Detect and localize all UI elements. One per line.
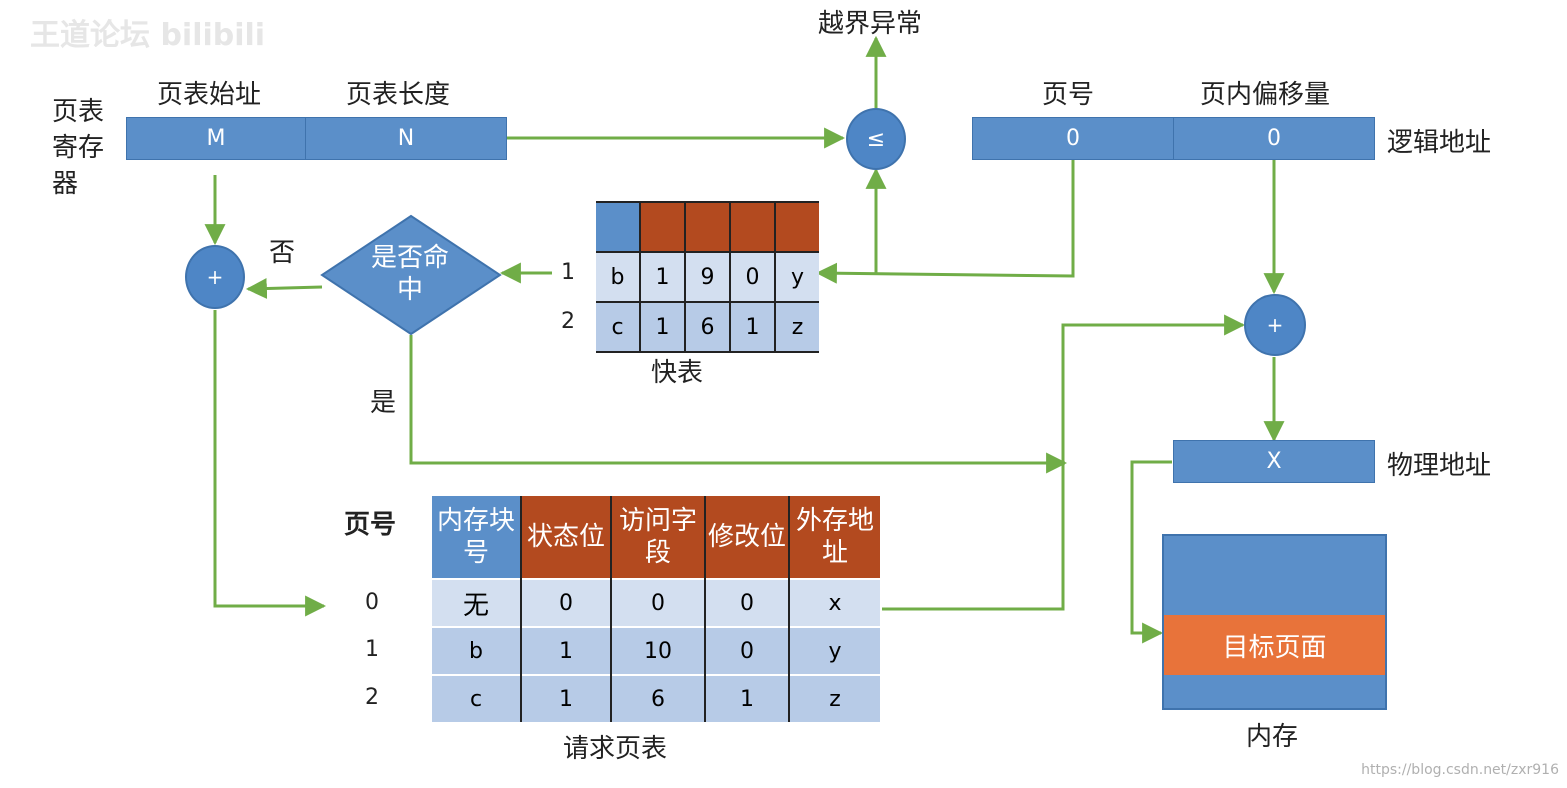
logical-offset-label: 页内偏移量: [1200, 80, 1331, 110]
watermark-top-left: 王道论坛 bilibili: [30, 18, 266, 53]
page-table-row: c 1 6 1 z: [432, 674, 880, 722]
page-table-caption: 请求页表: [563, 734, 668, 764]
page-table-length-label: 页表长度: [346, 80, 451, 110]
page-table-row: 无 0 0 0 x: [432, 578, 880, 627]
arrow-pagenum-to-tlb: [815, 160, 1075, 284]
page-table-header-cell: 外存地址: [788, 496, 880, 579]
tlb-cell: c: [596, 301, 641, 353]
page-table-header-cell: 访问字段: [610, 496, 706, 579]
physical-address-cell: X: [1173, 440, 1375, 483]
tlb-cell: z: [774, 301, 819, 353]
logical-page-number-label: 页号: [1042, 80, 1095, 110]
page-table-header-cell: 修改位: [704, 496, 790, 579]
tlb-header-cell: [684, 201, 731, 253]
tlb-cell: y: [774, 251, 819, 303]
page-table-cell: b: [432, 626, 522, 675]
page-table-row-index: 2: [365, 685, 379, 710]
tlb-cell: 6: [684, 301, 731, 353]
page-table-row-index: 0: [365, 590, 379, 615]
watermark-bottom-right: https://blog.csdn.net/zxr916: [1361, 762, 1559, 778]
page-table-start-label: 页表始址: [157, 80, 262, 110]
page-table-cell: c: [432, 674, 522, 722]
page-table-cell: 1: [520, 626, 612, 675]
tlb-row: c 1 6 1 z: [596, 301, 819, 353]
tlb-cell: 1: [729, 301, 776, 353]
tlb-row: b 1 9 0 y: [596, 251, 819, 303]
arrow-decision-to-adder: [245, 277, 323, 299]
arrow-adder-to-pagetable: [213, 310, 327, 617]
page-table-cell: 0: [610, 578, 706, 627]
right-adder-circle: +: [1244, 294, 1306, 356]
arrow-physical-to-memory: [1130, 460, 1172, 644]
left-adder-circle: +: [185, 245, 245, 309]
compare-circle: ≤: [846, 108, 906, 170]
page-table-cell: 无: [432, 578, 522, 627]
tlb-header-cell: [729, 201, 776, 253]
page-table-start-cell: M: [126, 117, 306, 160]
target-page-block: 目标页面: [1164, 615, 1385, 675]
arrow-pagetable-to-adder: [882, 314, 1246, 611]
physical-address-label: 物理地址: [1387, 451, 1492, 481]
page-table-index-header: 页号: [344, 510, 397, 540]
page-table-header-cell: 状态位: [520, 496, 612, 579]
no-label: 否: [269, 238, 296, 268]
page-table-cell: 0: [704, 626, 790, 675]
tlb-cell: 9: [684, 251, 731, 303]
tlb-cell: 1: [639, 251, 686, 303]
page-table-register-label: 页表寄存器: [52, 97, 105, 199]
tlb-header-cell: [774, 201, 819, 253]
overflow-exception-label: 越界异常: [818, 9, 923, 39]
page-table-header-row: 内存块号 状态位 访问字段 修改位 外存地址: [432, 496, 880, 579]
decision-text: 是否命中: [370, 243, 449, 305]
page-table-length-cell: N: [305, 117, 507, 160]
memory-caption: 内存: [1246, 722, 1299, 752]
tlb-header-row: [596, 201, 819, 253]
arrow-decision-yes: [409, 335, 1068, 474]
tlb-caption: 快表: [651, 358, 704, 388]
tlb-header-cell: [596, 201, 641, 253]
logical-offset-cell: 0: [1173, 117, 1375, 160]
page-table-cell: 1: [704, 674, 790, 722]
page-table-cell: 6: [610, 674, 706, 722]
logical-page-number-cell: 0: [972, 117, 1174, 160]
logical-address-label: 逻辑地址: [1387, 128, 1492, 158]
page-table-cell: x: [788, 578, 880, 627]
tlb-row-index: 2: [561, 309, 575, 334]
page-table: 内存块号 状态位 访问字段 修改位 外存地址 无 0 0 0 x b 1 10 …: [432, 496, 880, 722]
page-table-cell: 10: [610, 626, 706, 675]
tlb-table: b 1 9 0 y c 1 6 1 z: [596, 201, 819, 353]
tlb-row-index: 1: [561, 260, 575, 285]
page-table-cell: 0: [520, 578, 612, 627]
decision-diamond: [320, 214, 502, 336]
page-table-row: b 1 10 0 y: [432, 626, 880, 675]
page-table-cell: y: [788, 626, 880, 675]
page-table-cell: 1: [520, 674, 612, 722]
tlb-header-cell: [639, 201, 686, 253]
page-table-header-cell: 内存块号: [432, 496, 522, 579]
page-table-row-index: 1: [365, 637, 379, 662]
tlb-cell: 1: [639, 301, 686, 353]
tlb-cell: b: [596, 251, 641, 303]
tlb-cell: 0: [729, 251, 776, 303]
page-table-cell: 0: [704, 578, 790, 627]
page-table-cell: z: [788, 674, 880, 722]
yes-label: 是: [370, 388, 397, 418]
